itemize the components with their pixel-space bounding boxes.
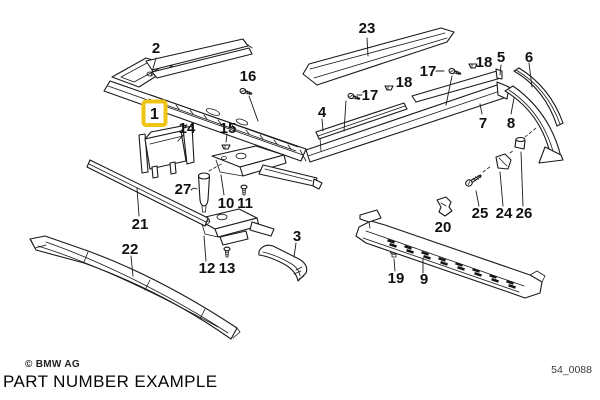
part-label-3[interactable]: 3 — [293, 228, 301, 245]
part-9-plate-drawing — [355, 209, 546, 299]
part-4-channel-drawing — [315, 102, 408, 152]
part-23-deflector-drawing — [302, 27, 455, 86]
part-8-pillar-trim-drawing — [504, 85, 564, 164]
part-label-4[interactable]: 4 — [318, 104, 327, 121]
part-10-slider-drawing — [211, 145, 323, 190]
part-label-1[interactable]: 1 — [150, 106, 159, 123]
part-18-clip-right-drawing — [468, 63, 478, 69]
part-label-24[interactable]: 24 — [496, 205, 513, 222]
part-27-pin-drawing — [197, 162, 224, 213]
part-24-cap-drawing — [495, 153, 512, 170]
leader-lines — [130, 37, 533, 277]
diagram-code: 54_0088 — [551, 364, 592, 376]
part-label-23[interactable]: 23 — [359, 20, 376, 37]
part-label-19[interactable]: 19 — [388, 270, 405, 287]
caption-text: PART NUMBER EXAMPLE — [3, 372, 218, 391]
part-13-screw-drawing — [223, 246, 231, 258]
part-12-slider-drawing — [196, 208, 275, 246]
part-3-bracket-drawing — [258, 244, 308, 282]
part-25-screw-drawing — [465, 174, 482, 187]
part-label-16[interactable]: 16 — [240, 68, 257, 85]
part-label-7[interactable]: 7 — [479, 115, 487, 132]
part-label-17-left[interactable]: 17 — [362, 87, 379, 104]
part-label-27[interactable]: 27 — [175, 181, 192, 198]
part-label-21[interactable]: 21 — [132, 216, 149, 233]
footer: © BMW AG PART NUMBER EXAMPLE 54_0088 — [3, 359, 592, 391]
part-label-26[interactable]: 26 — [516, 205, 533, 222]
part-label-17-right[interactable]: 17 — [420, 63, 437, 80]
part-11-screw-drawing — [240, 184, 248, 196]
part-label-18-right[interactable]: 18 — [476, 54, 493, 71]
part-6-pillar-trim-drawing — [513, 67, 564, 127]
part-26-nut-drawing — [514, 136, 526, 150]
part-label-10[interactable]: 10 — [218, 195, 235, 212]
part-15-clip-drawing — [221, 144, 231, 150]
copyright-text: © BMW AG — [25, 359, 80, 370]
part-label-9[interactable]: 9 — [420, 271, 428, 288]
part-label-20[interactable]: 20 — [435, 219, 452, 236]
part-label-6[interactable]: 6 — [525, 49, 533, 66]
part-label-13[interactable]: 13 — [219, 260, 236, 277]
part-20-clip-nut-drawing — [436, 196, 453, 217]
part-22-sill-rail-drawing — [29, 235, 241, 340]
part-label-2[interactable]: 2 — [152, 40, 160, 57]
part-label-11[interactable]: 11 — [237, 195, 253, 212]
highlighted-part-label-1[interactable]: 1 — [141, 99, 168, 127]
callout-labels: 2 23 16 17 17 18 18 5 6 4 7 8 14 15 27 1… — [122, 20, 534, 288]
part-label-14[interactable]: 14 — [179, 120, 196, 137]
assembly-dash-lines — [482, 127, 537, 173]
plate-slots — [387, 239, 516, 289]
part-label-22[interactable]: 22 — [122, 241, 139, 258]
part-17-screw-right-drawing — [448, 67, 462, 75]
part-16-screw-drawing — [239, 87, 253, 95]
part-5-trim-strip-drawing — [411, 68, 503, 103]
part-label-5[interactable]: 5 — [497, 49, 505, 66]
part-label-18-left[interactable]: 18 — [396, 74, 413, 91]
part-18-clip-left-drawing — [384, 85, 394, 91]
part-label-25[interactable]: 25 — [472, 205, 489, 222]
part-label-15[interactable]: 15 — [220, 120, 237, 137]
part-label-8[interactable]: 8 — [507, 115, 515, 132]
part-label-12[interactable]: 12 — [199, 260, 216, 277]
part-17-screw-left-drawing — [347, 92, 361, 100]
part-14-housing-drawing — [138, 124, 195, 179]
part-21-rail-drawing — [86, 159, 211, 227]
